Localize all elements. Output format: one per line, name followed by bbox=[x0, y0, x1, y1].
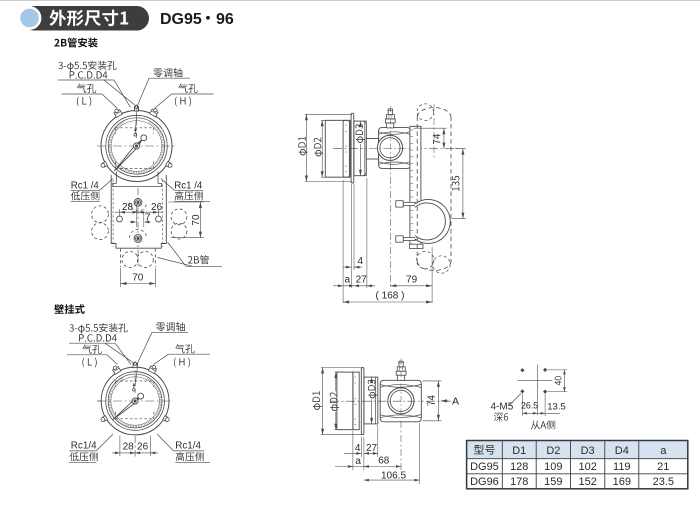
svg-text:96: 96 bbox=[216, 11, 234, 28]
svg-text:119: 119 bbox=[613, 461, 631, 473]
svg-text:26.5: 26.5 bbox=[521, 400, 538, 410]
svg-text:4-M5: 4-M5 bbox=[491, 402, 514, 413]
svg-text:178: 178 bbox=[510, 476, 528, 488]
svg-text:79: 79 bbox=[406, 274, 418, 285]
svg-text:27: 27 bbox=[356, 274, 368, 285]
svg-text:D3: D3 bbox=[581, 445, 595, 457]
svg-text:D1: D1 bbox=[512, 445, 526, 457]
svg-text:DG95: DG95 bbox=[470, 461, 499, 473]
svg-text:26: 26 bbox=[151, 202, 163, 213]
svg-text:( 168 ): ( 168 ) bbox=[376, 291, 405, 302]
svg-text:A: A bbox=[452, 395, 459, 407]
svg-text:27: 27 bbox=[366, 443, 378, 454]
svg-text:a: a bbox=[345, 274, 351, 285]
svg-text:7: 7 bbox=[145, 213, 151, 224]
svg-text:23.5: 23.5 bbox=[653, 476, 674, 488]
svg-text:152: 152 bbox=[578, 476, 596, 488]
svg-text:26: 26 bbox=[137, 441, 149, 452]
svg-text:Rc1/4: Rc1/4 bbox=[71, 441, 97, 452]
svg-text:Rc1 /4: Rc1 /4 bbox=[71, 180, 100, 191]
svg-text:28: 28 bbox=[122, 202, 134, 213]
svg-text:Rc1 /4: Rc1 /4 bbox=[174, 180, 203, 191]
svg-text:70: 70 bbox=[191, 214, 202, 226]
svg-text:102: 102 bbox=[578, 461, 596, 473]
svg-text:4: 4 bbox=[358, 256, 364, 267]
svg-text:13.5: 13.5 bbox=[547, 401, 566, 412]
svg-text:DG95: DG95 bbox=[160, 11, 202, 28]
svg-text:169: 169 bbox=[613, 476, 631, 488]
svg-text:Rc1/4: Rc1/4 bbox=[175, 441, 201, 452]
svg-text:68: 68 bbox=[378, 455, 390, 466]
svg-text:a: a bbox=[355, 456, 361, 467]
svg-text:21: 21 bbox=[657, 461, 669, 473]
svg-text:128: 128 bbox=[510, 461, 528, 473]
svg-text:109: 109 bbox=[544, 461, 562, 473]
svg-text:DG96: DG96 bbox=[470, 476, 499, 488]
svg-text:70: 70 bbox=[132, 273, 144, 284]
svg-text:159: 159 bbox=[544, 476, 562, 488]
svg-text:a: a bbox=[660, 445, 667, 457]
svg-text:D2: D2 bbox=[546, 445, 560, 457]
svg-text:106.5: 106.5 bbox=[381, 470, 406, 481]
svg-text:4: 4 bbox=[355, 443, 361, 454]
svg-text:28: 28 bbox=[123, 441, 135, 452]
svg-text:D4: D4 bbox=[615, 445, 629, 457]
